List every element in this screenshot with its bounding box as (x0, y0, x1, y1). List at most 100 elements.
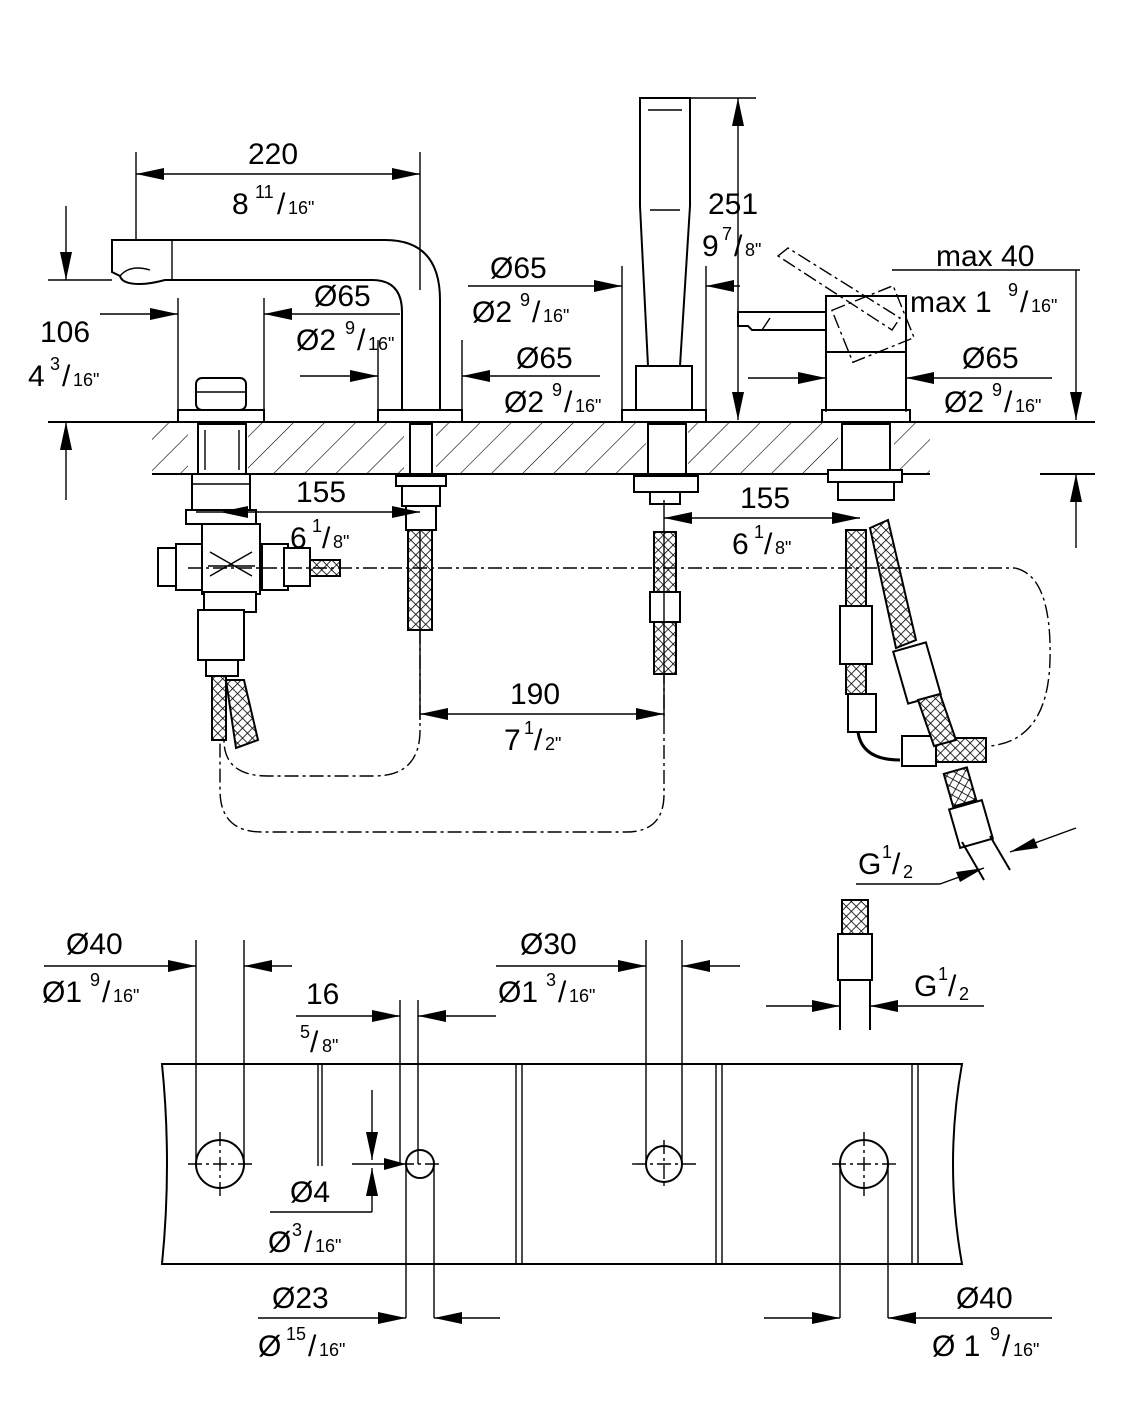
dimension-fraction-den: 16" (543, 306, 569, 326)
dimension-fraction-num: 11 (255, 182, 274, 202)
dimension-155-left: 155 6 1 / 8" (290, 476, 349, 555)
dimension-fraction-den: 16" (1015, 396, 1041, 416)
dimension-value: 155 (296, 476, 346, 509)
dimension-106: 106 4 3 / 16" (28, 316, 99, 393)
dimension-65-mixer: Ø65 Ø2 9 / 16" (944, 342, 1041, 419)
thread-label: G (858, 848, 881, 881)
dimension-fraction-den: 16" (315, 1236, 341, 1256)
svg-text:/: / (322, 522, 331, 555)
supply-hoses (839, 518, 1011, 881)
dimension-155-right: 155 6 1 / 8" (732, 482, 791, 561)
dimension-value: Ø65 (962, 342, 1019, 375)
dimension-fraction-whole: Ø1 (42, 976, 82, 1009)
dimension-fraction-num: 9 (552, 380, 562, 400)
dimension-fraction-num: 1 (312, 516, 322, 536)
dimension-65-spout: Ø65 Ø2 9 / 16" (296, 280, 394, 357)
dimension-fraction-whole: 6 (732, 528, 749, 561)
dimension-4: Ø4 Ø 3 / 16" (268, 1176, 341, 1259)
dimension-fraction-num: 3 (546, 970, 556, 990)
svg-text:/: / (1002, 1330, 1011, 1363)
svg-text:/: / (764, 528, 773, 561)
svg-text:/: / (308, 1330, 317, 1363)
dimension-value: Ø40 (956, 1282, 1013, 1315)
dimension-fraction-num: 9 (992, 380, 1002, 400)
svg-text:/: / (948, 970, 957, 1003)
svg-text:/: / (304, 1226, 313, 1259)
dimension-fraction-num: 5 (300, 1022, 310, 1042)
dimension-fraction-den: 16" (569, 986, 595, 1006)
svg-text:/: / (1020, 286, 1029, 319)
dimension-fraction-whole: Ø 1 (932, 1330, 980, 1363)
dimension-251: 251 9 7 / 8" (702, 188, 761, 263)
dimension-fraction-num: 9 (990, 1324, 1000, 1344)
dimension-65-spout-base: Ø65 Ø2 9 / 16" (504, 342, 601, 419)
dimension-fraction-den: 16" (1031, 296, 1057, 316)
dimension-fraction-whole: Ø2 (944, 386, 984, 419)
diverter-knob (157, 377, 341, 750)
extension-lines-bottom (195, 940, 889, 1318)
svg-text:/: / (1004, 386, 1013, 419)
dimension-max-40: max 40 max 1 9 / 16" (910, 240, 1057, 319)
dimension-value: 16 (306, 978, 339, 1011)
dimension-value: Ø23 (272, 1282, 329, 1315)
extension-lines-top (48, 97, 1080, 720)
svg-text:/: / (734, 230, 743, 263)
dimension-16: 16 5 / 8" (300, 978, 339, 1059)
dimension-value: 155 (740, 482, 790, 515)
svg-text:/: / (558, 976, 567, 1009)
svg-text:/: / (892, 848, 901, 881)
svg-text:/: / (564, 386, 573, 419)
svg-text:/: / (532, 296, 541, 329)
dimension-fraction-num: 9 (345, 318, 355, 338)
dimension-fraction-den: 16" (73, 370, 99, 390)
dimension-30: Ø30 Ø1 3 / 16" (498, 928, 595, 1009)
dimension-value: 190 (510, 678, 560, 711)
dimension-fraction-num: 3 (50, 354, 60, 374)
dimension-fraction-den: 8" (322, 1036, 338, 1056)
dimension-fraction-den: 2" (545, 734, 561, 754)
thread-num: 1 (938, 964, 948, 984)
dimension-fraction-num: 9 (1008, 280, 1018, 300)
dimension-fraction-den: 16" (113, 986, 139, 1006)
svg-text:/: / (102, 976, 111, 1009)
dimension-value: Ø30 (520, 928, 577, 961)
dimension-fraction-num: 3 (292, 1220, 302, 1240)
dimension-lines-bottom (44, 960, 1052, 1324)
spout (111, 239, 463, 423)
dimension-fraction-whole: Ø2 (504, 386, 544, 419)
thread-label: G (914, 970, 937, 1003)
svg-text:/: / (62, 360, 71, 393)
thread-den: 2 (959, 984, 969, 1004)
dimension-value: Ø40 (66, 928, 123, 961)
dimension-value: Ø65 (314, 280, 371, 313)
dimension-fraction-whole: 4 (28, 360, 45, 393)
dimension-220: 220 8 11 / 16" (232, 138, 314, 221)
dimension-23: Ø23 Ø 15 / 16" (258, 1282, 345, 1363)
dimension-fraction-num: 1 (524, 718, 534, 738)
dimension-value: Ø65 (516, 342, 573, 375)
dimension-fraction-whole: Ø1 (498, 976, 538, 1009)
dimension-fraction-whole: 6 (290, 522, 307, 555)
dimension-fraction-whole: 9 (702, 230, 719, 263)
svg-text:/: / (310, 1026, 319, 1059)
dimension-fraction-num: 7 (722, 224, 732, 244)
single-lever-mixer (737, 247, 915, 501)
dimension-fraction-num: 9 (90, 970, 100, 990)
dimension-value: 251 (708, 188, 758, 221)
hand-shower (621, 97, 707, 675)
dimension-65-shower: Ø65 Ø2 9 / 16" (472, 252, 569, 329)
dimension-190: 190 7 1 / 2" (504, 678, 561, 757)
dimension-40-right: Ø40 Ø 1 9 / 16" (932, 1282, 1039, 1363)
dimension-fraction-whole: Ø (258, 1330, 281, 1363)
dimension-value: Ø65 (490, 252, 547, 285)
dimension-fraction-den: 16" (1013, 1340, 1039, 1360)
dimension-fraction-num: 1 (754, 522, 764, 542)
thread-den: 2 (903, 862, 913, 882)
dimension-fraction-whole: max 1 (910, 286, 992, 319)
svg-text:/: / (277, 188, 286, 221)
dimension-fraction-num: 15 (286, 1324, 306, 1344)
dimension-fraction-den: 8" (333, 532, 349, 552)
dimension-fraction-whole: Ø2 (296, 324, 336, 357)
dimension-value: 220 (248, 138, 298, 171)
